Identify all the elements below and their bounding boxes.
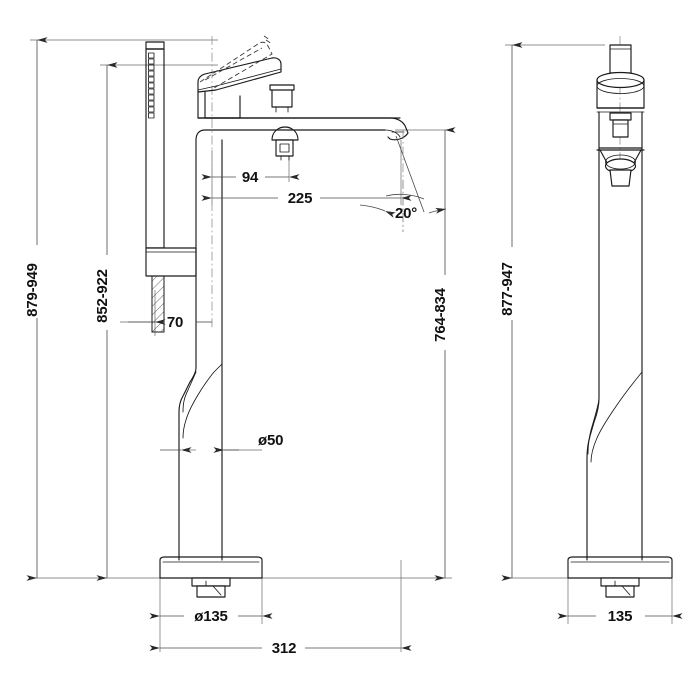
dimension-side-overall-height-label: 877-947: [499, 262, 516, 316]
dimension-side-base-width-label: 135: [608, 608, 632, 625]
dimension-handle-offset: 94: [201, 169, 300, 186]
dimension-total-depth-label: 312: [272, 640, 296, 657]
shower-hose: [151, 275, 165, 333]
dimension-spout-reach-label: 225: [288, 190, 312, 207]
temperature-handle: [271, 126, 299, 161]
diverter-button: [269, 84, 295, 113]
dimension-handshower-height-label: 852-922: [94, 269, 111, 323]
dimension-spout-height-label: 764-834: [432, 287, 449, 342]
handshower-grip-texture: [148, 52, 155, 119]
dimension-total-depth: 312: [149, 640, 412, 657]
dimension-side-base-width: 135: [557, 608, 683, 625]
dimension-spout-angle-label: 20°: [395, 205, 417, 222]
dimension-bracket-offset: 70: [128, 314, 212, 331]
dimension-column-diameter-label: ø50: [258, 432, 283, 449]
column-pillar: [178, 139, 223, 561]
handshower-wand: [145, 41, 165, 249]
side-view: 877-947 135: [499, 36, 683, 625]
base-plate: [159, 556, 263, 598]
lever-handle-open-position: [199, 35, 273, 89]
dimension-spout-height: 764-834: [432, 127, 456, 581]
side-column: [586, 147, 643, 561]
handshower-bracket: [145, 247, 197, 277]
valve-cap: [596, 71, 645, 113]
dimension-handshower-height: 852-922: [94, 62, 118, 581]
spout: [195, 117, 409, 141]
dimension-spout-reach: 225: [201, 190, 412, 207]
dimension-side-overall-height: 877-947: [499, 42, 523, 581]
dimension-base-diameter-label: ø135: [194, 608, 227, 625]
front-view-extension-lines: [30, 39, 452, 652]
front-view-center-lines: [211, 36, 404, 330]
dimension-bracket-offset-label: 70: [167, 314, 183, 331]
dimension-handle-offset-label: 94: [242, 169, 259, 186]
side-base-plate: [567, 556, 673, 598]
lever-handle: [197, 57, 282, 119]
diverter-cone: [596, 149, 645, 187]
dimension-overall-height-label: 879-949: [24, 263, 41, 317]
valve-body: [598, 111, 643, 149]
front-view: 879-949 852-922 70 94 225: [24, 35, 456, 657]
valve-spindle: [609, 44, 632, 74]
dimension-column-diameter: ø50: [160, 432, 283, 453]
dimension-spout-angle: 20°: [359, 130, 447, 232]
side-view-extension-lines: [505, 44, 673, 624]
mixer-body: [197, 84, 401, 119]
dimension-overall-height: 879-949: [24, 37, 48, 581]
dimension-base-diameter: ø135: [149, 608, 273, 625]
